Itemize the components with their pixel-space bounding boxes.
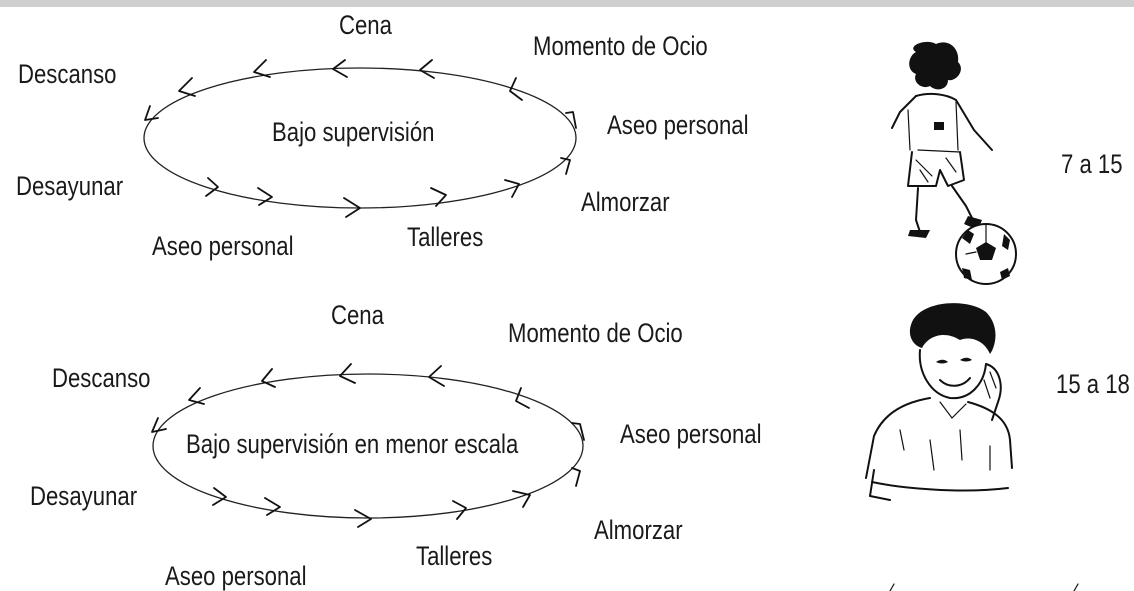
cycle-1-arrow (144, 105, 159, 121)
cycle-1-label-desayunar: Desayunar (16, 171, 124, 201)
cycle-2-center-label: Bajo supervisión en menor escala (186, 429, 519, 459)
cycle-2-arrow (512, 490, 531, 508)
cycle-2-arrow (339, 363, 356, 384)
cycle-2-label-momento-de-ocio: Momento de Ocio (508, 318, 683, 348)
cycle-2-arrow (151, 417, 167, 433)
cycle-1-arrow (430, 187, 447, 207)
age-range-7-15: 7 a 15 (1061, 149, 1123, 179)
cycle-2-label-cena: Cena (331, 300, 384, 330)
cycle-2-arrow (354, 509, 372, 528)
cycle-1-arrow (332, 59, 348, 78)
bottom-mark (1073, 583, 1079, 591)
cycle-1-arrow (343, 197, 361, 218)
teenager-illustration (865, 303, 1013, 501)
cycle-2-arrow (571, 422, 585, 441)
cycle-1-arrow (257, 187, 273, 206)
cycle-1-arrow (419, 59, 435, 79)
top-border (0, 0, 1134, 7)
cycle-2-arrow (428, 365, 445, 387)
cycle-1-arrow (504, 179, 520, 198)
cycle-2-arrow (212, 487, 227, 506)
cycle-1-label-aseo-personal-right: Aseo personal (607, 110, 749, 140)
cycle-2-arrow (452, 500, 467, 520)
cycle-2-label-descanso: Descanso (52, 363, 151, 393)
cycle-2-arrow (261, 368, 276, 388)
cycle-2-label-desayunar: Desayunar (30, 481, 138, 511)
cycle-1-label-almorzar: Almorzar (581, 187, 670, 217)
cycle-1-arrow (178, 77, 196, 97)
cycle-1-arrow (509, 77, 523, 101)
cycle-1-label-aseo-personal-bottom: Aseo personal (152, 231, 294, 261)
cycle-1-label-momento-de-ocio: Momento de Ocio (533, 31, 708, 61)
cycle-2-arrow (188, 387, 205, 405)
age-range-15-18-text: 15 a 18 (1056, 369, 1130, 399)
cycle-2-arrow (571, 467, 581, 487)
cycle-1-arrow (205, 177, 219, 197)
cycle-2-label-almorzar: Almorzar (594, 515, 683, 545)
cycle-1-center-label: Bajo supervisión (272, 117, 435, 147)
cycle-1-label-talleres: Talleres (407, 222, 484, 252)
cycle-2-label-aseo-personal-bottom: Aseo personal (165, 561, 307, 591)
cycle-1-arrow (560, 157, 571, 175)
cycle-1-label-cena: Cena (339, 10, 392, 40)
cycle-2-label-talleres: Talleres (416, 541, 493, 571)
cycle-2-arrow (264, 497, 281, 516)
cycle-1-arrow (565, 111, 577, 129)
bottom-mark (889, 583, 895, 591)
cycle-2-label-aseo-personal-right: Aseo personal (620, 419, 762, 449)
age-range-15-18: 15 a 18 (1056, 371, 1130, 398)
child-soccer-illustration (891, 41, 1017, 285)
cycle-1-arrow (253, 59, 271, 78)
cycle-1-label-descanso: Descanso (18, 59, 117, 89)
cycle-2-arrow (515, 387, 530, 409)
